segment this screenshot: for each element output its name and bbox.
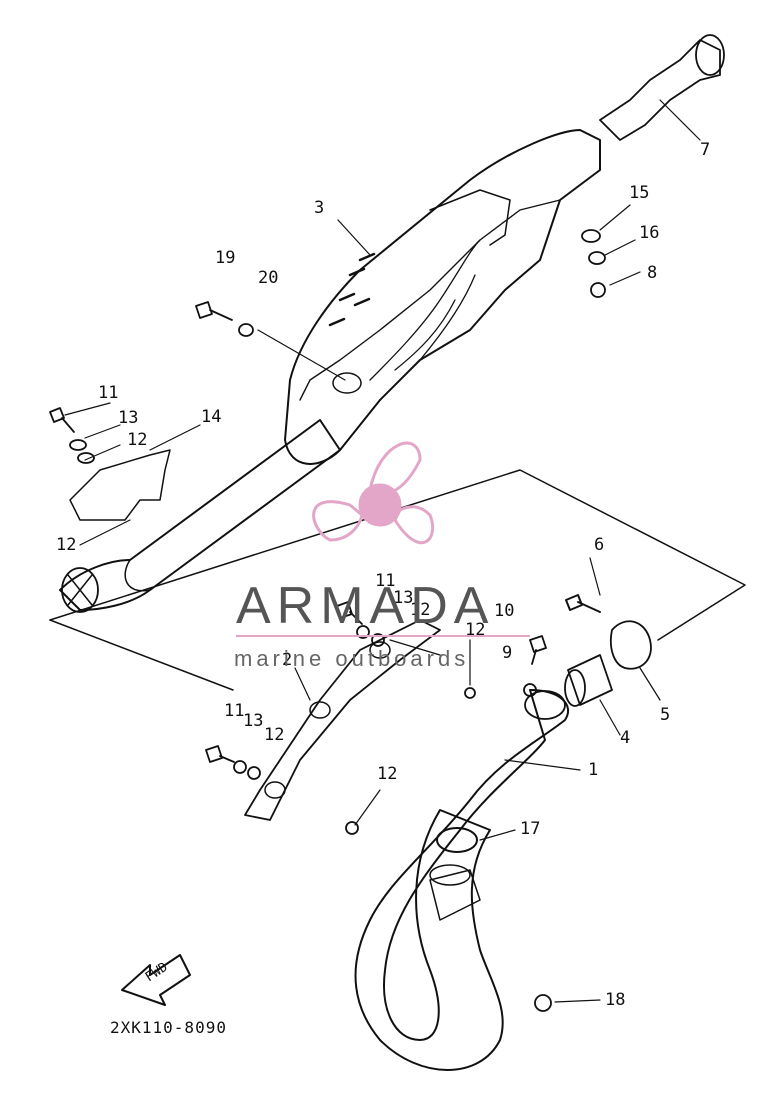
washer-12e [77,452,95,464]
bolt-11b [336,601,363,625]
washer-12c [247,766,261,780]
exhaust-gasket [436,827,478,853]
callout-14: 14 [201,407,222,427]
callout-16: 16 [639,223,660,243]
callout-20: 20 [258,268,279,288]
washer-13a [69,439,87,451]
clamp-bolt [565,594,601,613]
callout-12-pipe: 12 [377,764,398,784]
watermark-propeller-icon [312,441,435,545]
callout-11-top: 11 [98,383,119,403]
callout-13-mid: 13 [393,588,414,608]
muffler-tail-pipe [59,419,341,611]
bolt-11c [205,745,235,763]
forward-arrow-icon [121,954,191,1006]
callout-7: 7 [700,140,711,160]
callout-18: 18 [605,990,626,1010]
callout-10: 10 [494,601,515,621]
watermark-title: ARMADA [236,577,495,635]
callout-5: 5 [660,705,671,725]
callout-12-bracket: 12 [127,430,148,450]
assembly-frame [49,469,746,641]
heat-protector [244,619,441,821]
callout-9: 9 [502,643,513,663]
callout-12-low: 12 [264,725,285,745]
callout-4: 4 [620,728,631,748]
washer-12b [345,821,359,835]
callout-12-mount: 12 [465,620,486,640]
joint-clamp [610,620,652,670]
callout-3: 3 [314,198,325,218]
drawing-code: 2XK110-8090 [110,1018,227,1037]
muffler-body [284,129,601,465]
washer-20 [238,323,254,337]
washer-12d [371,633,385,647]
watermark-subtitle: marine outboards [234,646,470,671]
callout-13-low: 13 [243,711,264,731]
callout-12-tail: 12 [56,535,77,555]
callout-12-protector: 12 [410,600,431,620]
joint-sleeve [567,654,613,706]
callout-6: 6 [594,535,605,555]
washer-13c [233,760,247,774]
callout-8: 8 [647,263,658,283]
exhaust-header-pipe [354,689,570,1071]
exhaust-joint [599,39,721,141]
washer-9 [523,683,537,697]
bolt-19 [195,301,233,321]
washer-15 [581,229,601,243]
bolt-11a [49,407,75,433]
callout-2: 2 [282,650,293,670]
washer-16 [588,251,606,265]
nut-8 [590,282,606,298]
callout-1: 1 [588,760,599,780]
callout-15: 15 [629,183,650,203]
callout-19: 19 [215,248,236,268]
washer-12a [464,687,476,699]
callout-11-low: 11 [224,701,245,721]
bolt-10 [529,635,547,665]
callout-11-mid: 11 [375,571,396,591]
callout-17: 17 [520,819,541,839]
callout-13-top: 13 [118,408,139,428]
nut-18 [534,994,552,1012]
washer-13b [356,625,370,639]
